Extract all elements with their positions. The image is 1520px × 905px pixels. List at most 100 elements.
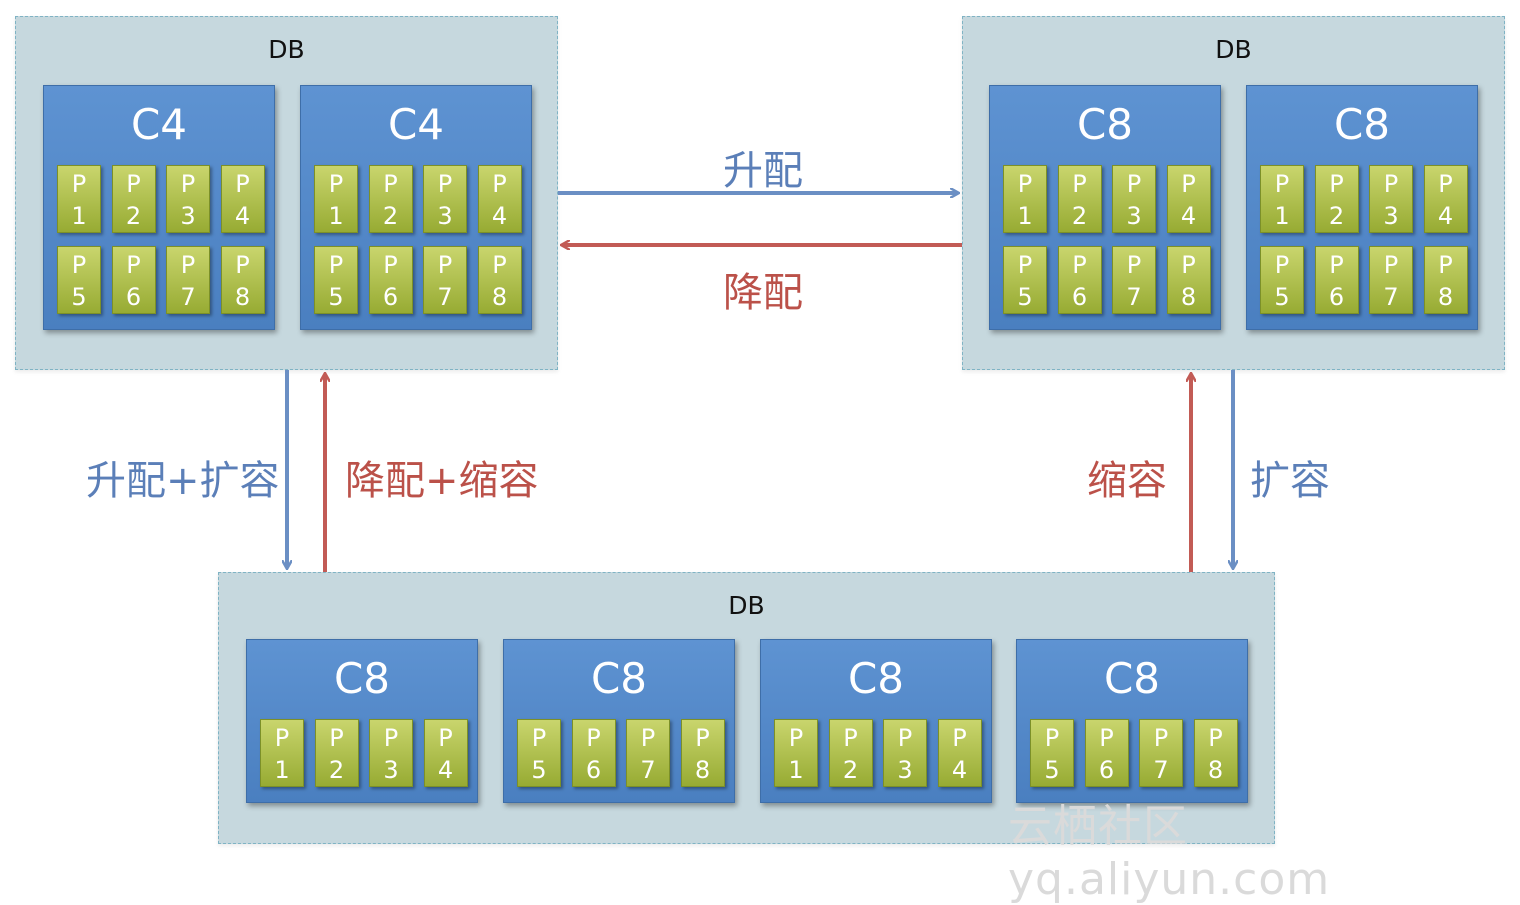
partition-number: 5 — [71, 283, 87, 311]
partition-letter: P — [1153, 724, 1169, 752]
partition-letter: P — [640, 724, 656, 752]
partition-number: 6 — [1328, 283, 1345, 311]
partition-letter: P — [438, 724, 453, 752]
partition-number: 2 — [1328, 202, 1345, 230]
core-label: C8 — [1103, 654, 1161, 703]
partition-letter: P — [1044, 724, 1060, 752]
partition-letter: P — [1072, 170, 1087, 198]
partition-number: 1 — [788, 756, 804, 784]
core-label: C4 — [130, 100, 188, 149]
partition-letter: P — [531, 724, 547, 752]
partition-number: 5 — [1017, 283, 1033, 311]
partition-number: 4 — [437, 756, 454, 784]
partition-letter: P — [1438, 251, 1453, 279]
partition-letter: P — [235, 251, 250, 279]
partition-letter: P — [126, 170, 141, 198]
partition-number: 6 — [585, 756, 602, 784]
partition-letter: P — [383, 251, 398, 279]
partition-number: 4 — [951, 756, 968, 784]
partition-number: 6 — [1071, 283, 1088, 311]
partition-number: 5 — [1044, 756, 1060, 784]
partition-letter: P — [180, 251, 196, 279]
partition-letter: P — [492, 170, 507, 198]
partition-letter: P — [126, 251, 141, 279]
partition-number: 8 — [1207, 756, 1224, 784]
partition-letter: P — [437, 251, 453, 279]
partition-number: 8 — [1437, 283, 1454, 311]
partition-number: 8 — [234, 283, 251, 311]
label-scale-in: 缩容 — [1087, 458, 1167, 504]
partition-number: 7 — [180, 283, 196, 311]
partition-letter: P — [1181, 251, 1196, 279]
partition-number: 4 — [491, 202, 508, 230]
partition-number: 2 — [1071, 202, 1088, 230]
partition-letter: P — [1017, 251, 1033, 279]
partition-letter: P — [1329, 170, 1344, 198]
partition-letter: P — [952, 724, 967, 752]
partition-number: 1 — [274, 756, 290, 784]
partition-number: 3 — [1383, 202, 1399, 230]
partition-number: 2 — [842, 756, 859, 784]
partition-letter: P — [437, 170, 453, 198]
partition-letter: P — [1099, 724, 1114, 752]
db-title: DB — [1215, 35, 1252, 64]
partition-letter: P — [1274, 251, 1290, 279]
core-label: C8 — [590, 654, 648, 703]
label-scale-down-in: 降配+缩容 — [345, 458, 539, 504]
partition-letter: P — [1438, 170, 1453, 198]
partition-number: 2 — [328, 756, 345, 784]
partition-number: 3 — [1126, 202, 1142, 230]
label-scale-up-out: 升配+扩容 — [86, 458, 280, 504]
partition-number: 4 — [1180, 202, 1197, 230]
partition-number: 2 — [125, 202, 142, 230]
partition-number: 5 — [531, 756, 547, 784]
partition-number: 4 — [1437, 202, 1454, 230]
partition-number: 8 — [491, 283, 508, 311]
partition-number: 7 — [1153, 756, 1169, 784]
partition-number: 1 — [328, 202, 344, 230]
partition-letter: P — [235, 170, 250, 198]
